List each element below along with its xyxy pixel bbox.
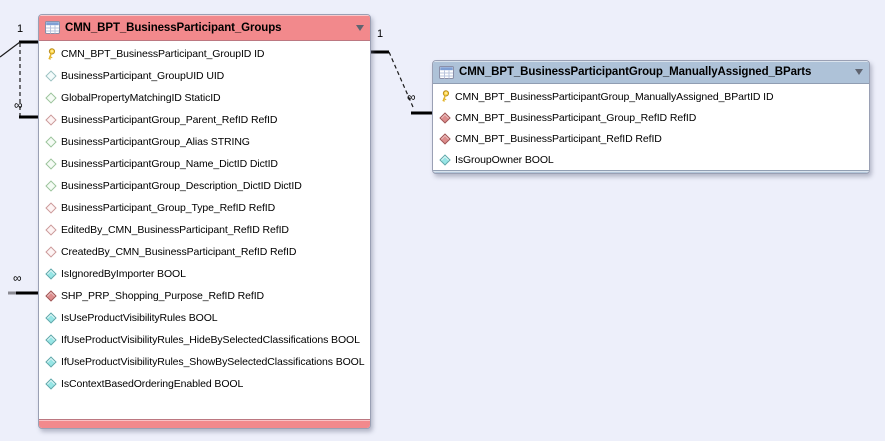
diamond-outline-green-icon	[44, 158, 57, 171]
cardinality-label-one: 1	[377, 28, 384, 40]
diamond-outline-green-icon	[44, 180, 57, 193]
entity-footer	[433, 170, 869, 173]
table-icon	[439, 65, 454, 79]
collapse-arrow-icon[interactable]	[356, 24, 364, 31]
table-row[interactable]: IsGroupOwner BOOL	[433, 149, 869, 170]
entity-footer	[39, 419, 370, 428]
field-label: CMN_BPT_BusinessParticipantGroup_Manuall…	[455, 90, 774, 103]
field-label: BusinessParticipantGroup_Alias STRING	[61, 136, 250, 148]
table-icon	[45, 21, 60, 34]
diamond-outline-teal-icon	[44, 70, 57, 83]
table-row[interactable]: SHP_PRP_Shopping_Purpose_RefID RefID	[39, 285, 370, 307]
diamond-red-icon	[438, 132, 451, 145]
field-label: IsGroupOwner BOOL	[455, 153, 554, 166]
diamond-cyan-icon	[44, 312, 57, 325]
table-row[interactable]: IsIgnoredByImporter BOOL	[39, 263, 370, 285]
table-row[interactable]: BusinessParticipantGroup_Alias STRING	[39, 131, 370, 153]
table-row[interactable]: IsContextBasedOrderingEnabled BOOL	[39, 373, 370, 395]
key-icon	[438, 90, 451, 103]
table-row[interactable]: CMN_BPT_BusinessParticipant_RefID RefID	[433, 128, 869, 149]
field-label: CMN_BPT_BusinessParticipant_GroupID ID	[61, 48, 265, 60]
table-row[interactable]: CMN_BPT_BusinessParticipant_GroupID ID	[39, 43, 370, 65]
diamond-outline-red-icon	[44, 202, 57, 215]
diamond-cyan-icon	[44, 378, 57, 391]
table-row[interactable]: GlobalPropertyMatchingID StaticID	[39, 87, 370, 109]
table-row[interactable]: IsUseProductVisibilityRules BOOL	[39, 307, 370, 329]
offscreen-rel-line	[0, 41, 21, 58]
table-row[interactable]: IfUseProductVisibilityRules_ShowBySelect…	[39, 351, 370, 373]
diamond-outline-green-icon	[44, 136, 57, 149]
field-label: CMN_BPT_BusinessParticipant_RefID RefID	[455, 132, 662, 145]
field-label: SHP_PRP_Shopping_Purpose_RefID RefID	[61, 290, 265, 302]
table-row[interactable]: BusinessParticipant_Group_Type_RefID Ref…	[39, 197, 370, 219]
field-label: GlobalPropertyMatchingID StaticID	[61, 92, 221, 104]
table-row[interactable]: CreatedBy_CMN_BusinessParticipant_RefID …	[39, 241, 370, 263]
cardinality-label-one: 1	[17, 23, 24, 35]
entity-table-groups[interactable]: CMN_BPT_BusinessParticipant_Groups CMN_B…	[38, 14, 371, 429]
table-row[interactable]: BusinessParticipantGroup_Name_DictID Dic…	[39, 153, 370, 175]
cardinality-label-many: ∞	[407, 90, 416, 104]
diamond-cyan-icon	[44, 356, 57, 369]
field-label: CMN_BPT_BusinessParticipant_Group_RefID …	[455, 111, 697, 124]
field-list: CMN_BPT_BusinessParticipantGroup_Manuall…	[433, 84, 869, 170]
diamond-red-icon	[438, 111, 451, 124]
diamond-outline-red-icon	[44, 224, 57, 237]
field-label: CreatedBy_CMN_BusinessParticipant_RefID …	[61, 246, 297, 258]
diamond-outline-red-icon	[44, 246, 57, 259]
field-label: BusinessParticipantGroup_Name_DictID Dic…	[61, 158, 278, 170]
diamond-red-icon	[44, 290, 57, 303]
field-label: IfUseProductVisibilityRules_ShowBySelect…	[61, 356, 365, 368]
field-label: IsIgnoredByImporter BOOL	[61, 268, 186, 280]
entity-header[interactable]: CMN_BPT_BusinessParticipant_Groups	[39, 15, 370, 41]
table-row[interactable]: EditedBy_CMN_BusinessParticipant_RefID R…	[39, 219, 370, 241]
entity-title: CMN_BPT_BusinessParticipant_Groups	[65, 21, 282, 34]
field-label: IsUseProductVisibilityRules BOOL	[61, 312, 218, 324]
cardinality-label-many: ∞	[14, 98, 23, 112]
key-icon	[44, 47, 57, 61]
table-row[interactable]: IfUseProductVisibilityRules_HideBySelect…	[39, 329, 370, 351]
entity-title: CMN_BPT_BusinessParticipantGroup_Manuall…	[459, 66, 812, 78]
table-row[interactable]: BusinessParticipantGroup_Description_Dic…	[39, 175, 370, 197]
field-list: CMN_BPT_BusinessParticipant_GroupID ID B…	[39, 41, 370, 419]
table-row[interactable]: CMN_BPT_BusinessParticipant_Group_RefID …	[433, 107, 869, 128]
entity-table-manually-assigned-bparts[interactable]: CMN_BPT_BusinessParticipantGroup_Manuall…	[432, 60, 870, 174]
field-label: IsContextBasedOrderingEnabled BOOL	[61, 378, 244, 390]
field-label: EditedBy_CMN_BusinessParticipant_RefID R…	[61, 224, 289, 236]
field-label: BusinessParticipantGroup_Parent_RefID Re…	[61, 114, 278, 126]
diamond-outline-green-icon	[44, 92, 57, 105]
cardinality-label-many: ∞	[13, 271, 22, 285]
diamond-cyan-icon	[438, 153, 451, 166]
field-label: BusinessParticipantGroup_Description_Dic…	[61, 180, 302, 192]
diamond-outline-red-icon	[44, 114, 57, 127]
diamond-cyan-icon	[44, 268, 57, 281]
field-label: BusinessParticipant_GroupUID UID	[61, 70, 225, 82]
table-row[interactable]: BusinessParticipant_GroupUID UID	[39, 65, 370, 87]
table-row[interactable]: CMN_BPT_BusinessParticipantGroup_Manuall…	[433, 86, 869, 107]
table-row[interactable]: BusinessParticipantGroup_Parent_RefID Re…	[39, 109, 370, 131]
field-label: IfUseProductVisibilityRules_HideBySelect…	[61, 334, 360, 346]
diamond-cyan-icon	[44, 334, 57, 347]
entity-header[interactable]: CMN_BPT_BusinessParticipantGroup_Manuall…	[433, 61, 869, 84]
field-label: BusinessParticipant_Group_Type_RefID Ref…	[61, 202, 276, 214]
collapse-arrow-icon[interactable]	[855, 69, 863, 75]
